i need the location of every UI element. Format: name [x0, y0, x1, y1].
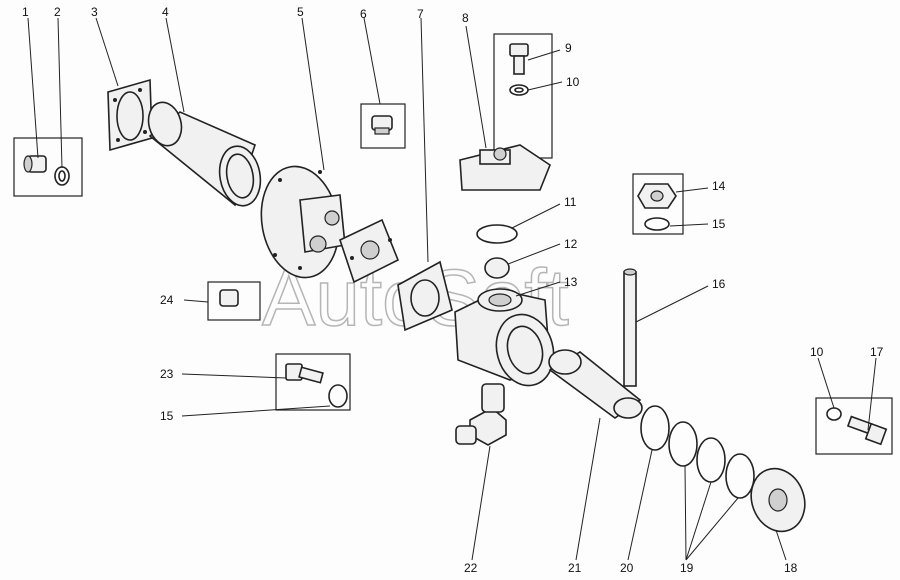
label-6: 6 — [360, 7, 367, 21]
label-19: 19 — [680, 561, 694, 575]
bolt-9 — [509, 43, 529, 75]
label-22: 22 — [464, 561, 478, 575]
elbow-fitting — [455, 383, 507, 446]
bracket-inset — [459, 33, 553, 191]
ring-19b — [696, 437, 726, 483]
label-9: 9 — [565, 41, 572, 55]
ring-19c — [725, 453, 755, 499]
label-10-right: 10 — [810, 345, 824, 359]
label-15-right: 15 — [712, 217, 726, 231]
label-11: 11 — [564, 195, 577, 209]
plug-lower-inset — [207, 281, 261, 321]
label-14: 14 — [712, 179, 726, 193]
leader-lines — [27, 17, 877, 561]
gasket — [397, 260, 453, 332]
label-17: 17 — [870, 345, 884, 359]
label-10-top: 10 — [566, 75, 580, 89]
flange-gasket — [107, 78, 153, 152]
plug-inset — [360, 103, 406, 149]
ring-20 — [640, 405, 670, 451]
ring-19a — [668, 421, 698, 467]
nut-washer-inset — [632, 173, 684, 235]
bolt-washer-right-inset — [815, 397, 893, 455]
bolt-washer-lower-inset — [275, 353, 351, 411]
pipe — [147, 101, 262, 207]
callout-labels: 1 2 3 4 5 6 7 8 9 10 11 12 13 14 15 16 1… — [22, 5, 884, 575]
label-15-left: 15 — [160, 409, 174, 423]
label-7: 7 — [417, 7, 424, 21]
mounting-plate — [339, 218, 400, 284]
label-18: 18 — [784, 561, 798, 575]
label-3: 3 — [91, 5, 98, 19]
label-24: 24 — [160, 293, 174, 307]
flanged-housing — [260, 165, 346, 279]
label-4: 4 — [162, 5, 169, 19]
valve-body — [454, 288, 555, 387]
label-23: 23 — [160, 367, 174, 381]
label-16: 16 — [712, 277, 726, 291]
label-1: 1 — [22, 5, 29, 19]
ball — [484, 257, 510, 279]
label-21: 21 — [568, 561, 582, 575]
bolt-washer-inset — [13, 137, 83, 197]
end-cap — [750, 467, 806, 533]
shaft — [548, 349, 643, 419]
label-8: 8 — [462, 11, 469, 25]
o-ring — [476, 224, 518, 244]
label-20: 20 — [620, 561, 634, 575]
label-5: 5 — [297, 5, 304, 19]
label-12: 12 — [564, 237, 578, 251]
label-2: 2 — [54, 5, 61, 19]
threaded-rod — [623, 268, 637, 387]
label-13: 13 — [564, 275, 578, 289]
washer-10-top — [509, 84, 529, 96]
